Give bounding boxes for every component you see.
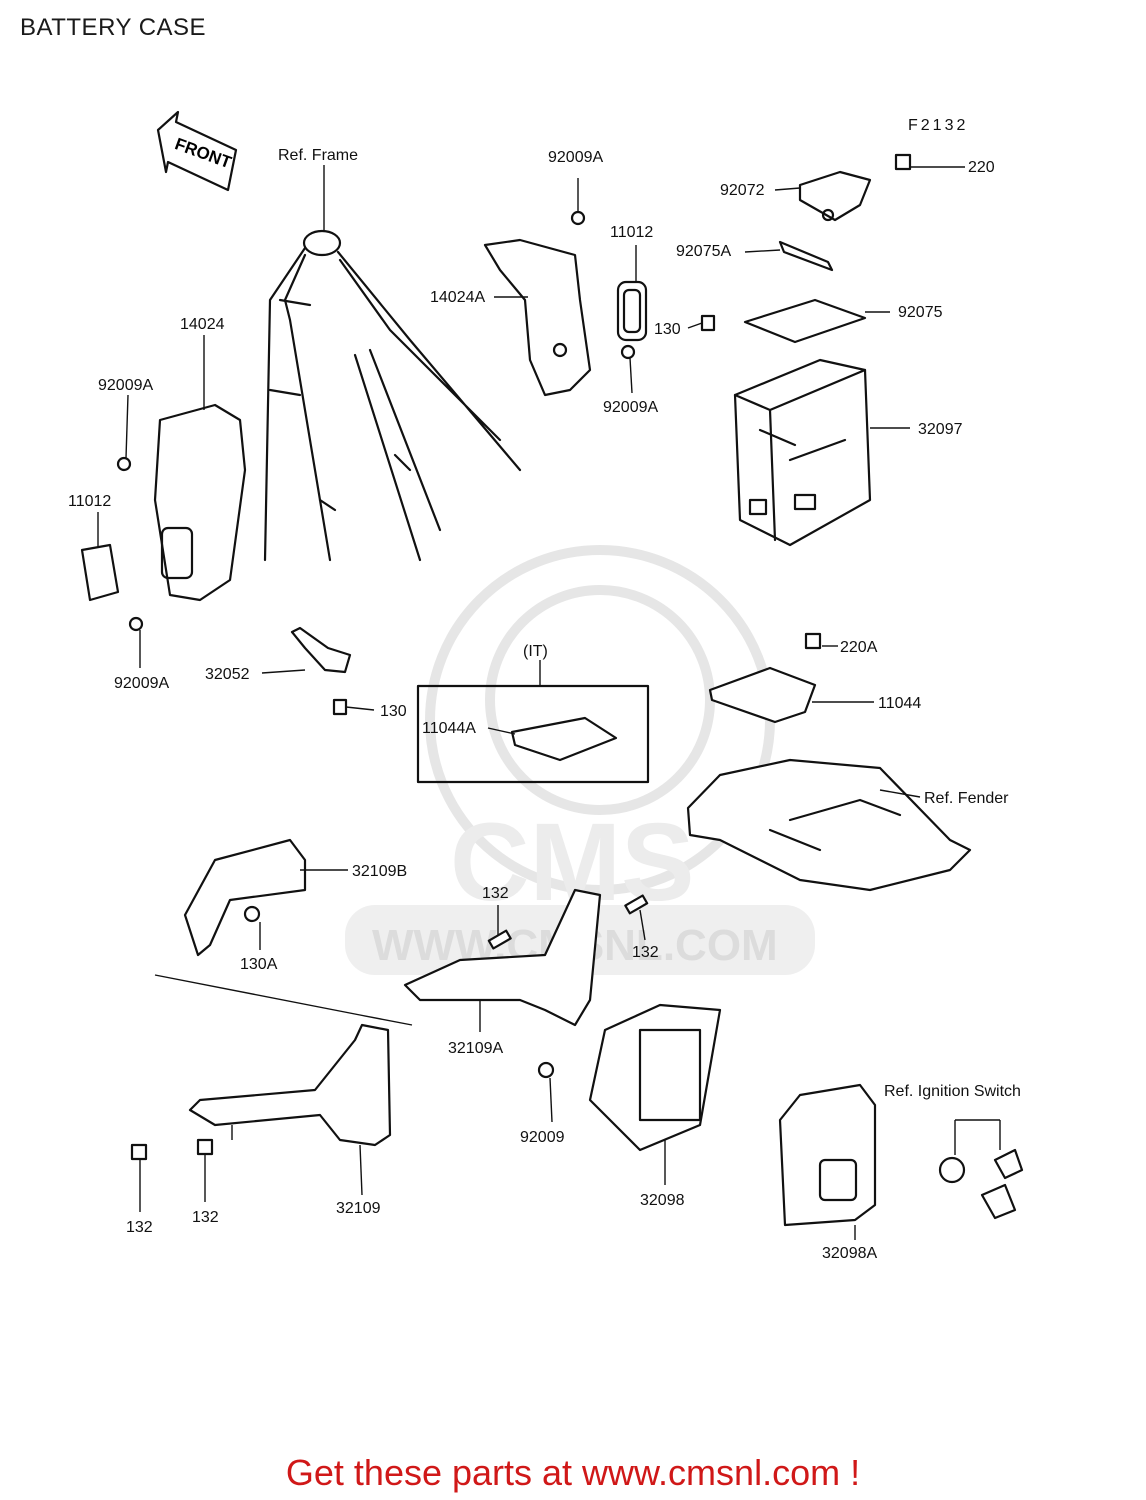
label-14024: 14024 <box>180 316 225 333</box>
label-ref-fender: Ref. Fender <box>924 790 1009 807</box>
bracket-32109A <box>403 888 602 1027</box>
ignition-switch-ref <box>938 1148 1024 1220</box>
diagram-code: F2132 <box>908 117 968 134</box>
label-130A: 130A <box>240 956 278 973</box>
label-132-c: 132 <box>126 1219 153 1236</box>
label-92075A: 92075A <box>676 243 731 260</box>
label-132-a: 132 <box>482 885 509 902</box>
fender-ref <box>686 758 972 892</box>
label-132-b: 132 <box>632 944 659 961</box>
leader-lines <box>97 166 1001 1240</box>
label-220: 220 <box>968 159 995 176</box>
part-labels: F2132 Ref. Frame 92009A 220 92072 11012 … <box>68 117 1021 1262</box>
page-title: BATTERY CASE <box>20 14 207 41</box>
label-32098: 32098 <box>640 1192 685 1209</box>
footer-link[interactable]: Get these parts at www.cmsnl.com ! <box>285 1452 861 1493</box>
pad-92075 <box>743 298 867 344</box>
label-32109: 32109 <box>336 1200 381 1217</box>
label-92075: 92075 <box>898 304 943 321</box>
frame-part <box>263 165 522 562</box>
bracket-32052 <box>290 626 352 674</box>
bolt-130-top <box>700 314 716 332</box>
label-32052: 32052 <box>205 666 250 683</box>
plate-92075A <box>778 240 834 272</box>
label-132-d: 132 <box>192 1209 219 1226</box>
bolt-130-mid <box>332 698 348 716</box>
screw-220A <box>804 632 822 650</box>
bar-32109B <box>183 838 307 957</box>
cover-11012-right <box>616 280 648 342</box>
label-it: (IT) <box>523 643 548 660</box>
it-box <box>416 684 650 784</box>
label-ref-frame: Ref. Frame <box>278 147 358 164</box>
bolt-92009A-bottom <box>128 616 144 632</box>
bolt-132-c <box>130 1143 148 1161</box>
label-92009A-bottom: 92009A <box>114 675 169 692</box>
label-ref-ignition: Ref. Ignition Switch <box>884 1083 1021 1100</box>
cover-14024 <box>153 403 247 602</box>
label-14024A: 14024A <box>430 289 485 306</box>
label-32109A: 32109A <box>448 1040 503 1057</box>
bar-32109 <box>154 974 413 1147</box>
bracket-11044 <box>708 666 817 724</box>
bracket-14024A <box>483 238 592 397</box>
bolt-132-b <box>624 894 649 915</box>
label-11044: 11044 <box>878 695 921 712</box>
label-11012-right: 11012 <box>610 224 653 241</box>
label-11012-left: 11012 <box>68 493 111 510</box>
bolt-92009A-left <box>116 456 132 472</box>
label-220A: 220A <box>840 639 878 656</box>
label-92009A-left: 92009A <box>98 377 153 394</box>
bolt-92009A-mid <box>620 344 636 360</box>
label-92009A-top: 92009A <box>548 149 603 166</box>
bolt-92009A-top <box>570 210 586 226</box>
label-130-top: 130 <box>654 321 681 338</box>
nut-130A <box>243 905 261 923</box>
label-32109B: 32109B <box>352 863 407 880</box>
cover-32098A <box>778 1083 877 1227</box>
case-32098 <box>588 1003 722 1152</box>
cover-11012-left <box>80 543 120 602</box>
label-92009A-mid: 92009A <box>603 399 658 416</box>
screw-220 <box>894 153 912 171</box>
label-11044A: 11044A <box>422 720 476 737</box>
bolt-92009 <box>537 1061 555 1079</box>
bolt-132-d <box>196 1138 214 1156</box>
label-130-mid: 130 <box>380 703 407 720</box>
bolt-132-a <box>487 929 512 950</box>
latch-92072 <box>798 170 872 222</box>
battery-holder-32097 <box>733 358 872 547</box>
label-32098A: 32098A <box>822 1245 877 1262</box>
label-32097: 32097 <box>918 421 963 438</box>
front-arrow: FRONT <box>156 110 238 192</box>
label-92009: 92009 <box>520 1129 565 1146</box>
label-92072: 92072 <box>720 182 765 199</box>
